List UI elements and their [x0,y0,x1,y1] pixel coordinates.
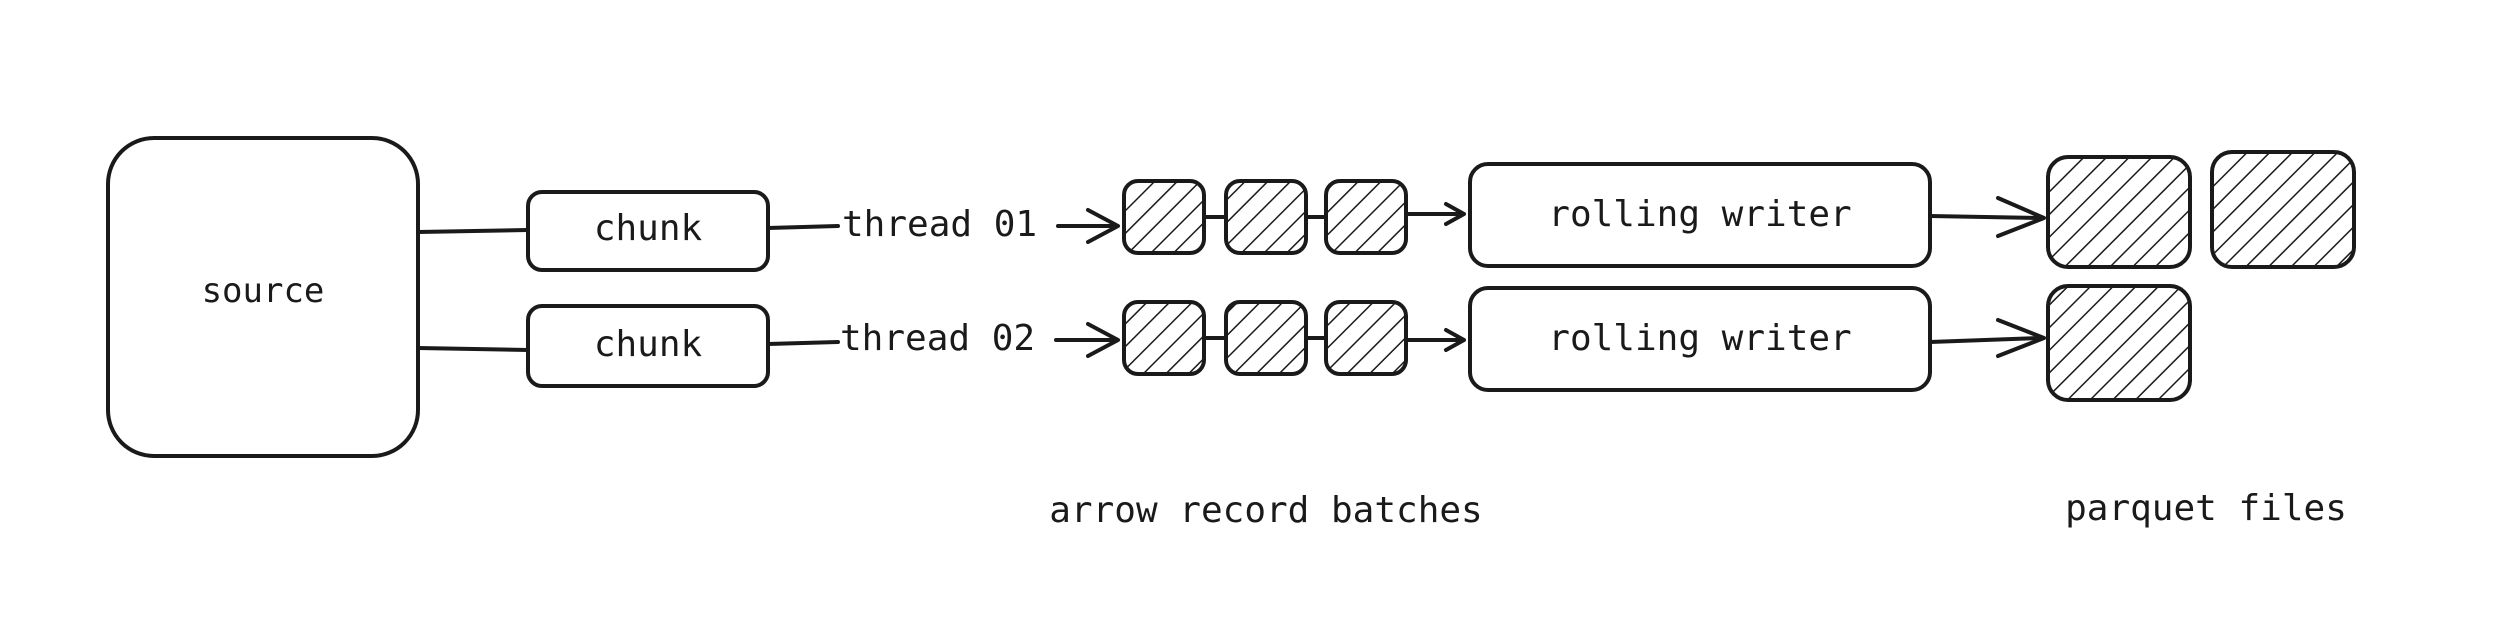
rolling-writer-node: rolling writer [1468,286,1932,392]
record-batch [1324,179,1408,255]
rolling-writer-node: rolling writer [1468,162,1932,268]
source-node: source [106,136,420,458]
rolling-writer-label: rolling writer [1548,318,1851,359]
pipeline-row-1: chunk thread 01 rolling writer [416,150,2356,272]
source-to-chunk-connector [416,346,530,352]
record-batch [1324,300,1408,376]
files-caption: parquet files [2065,488,2347,529]
chunk-node: chunk [526,304,770,388]
record-batch [1224,179,1308,255]
record-batch [1122,179,1206,255]
chunk-to-thread-connector [766,224,840,230]
rolling-writer-label: rolling writer [1548,194,1851,235]
chunk-node: chunk [526,190,770,272]
parquet-file [2046,155,2192,269]
record-batch [1122,300,1206,376]
parquet-file [2210,150,2356,269]
source-label: source [202,271,325,311]
chunk-to-thread-connector [766,340,840,346]
thread-label: thread 02 [840,318,1035,359]
batches-to-writer-arrow [1404,328,1466,352]
parquet-file [2046,284,2192,402]
source-to-chunk-connector [416,228,530,234]
parquet-file-group [2046,284,2192,402]
thread-arrow [1054,322,1120,358]
record-batch [1224,300,1308,376]
writer-to-files-arrow [1928,318,2046,358]
chunk-label: chunk [594,324,703,365]
parquet-file-group [2046,150,2356,269]
record-batch-group [1122,300,1408,376]
batches-to-writer-arrow [1404,202,1466,226]
writer-to-files-arrow [1928,196,2046,238]
record-batch-group [1122,179,1408,255]
batches-caption: arrow record batches [1049,490,1482,531]
thread-arrow [1056,208,1120,244]
chunk-label: chunk [594,208,703,249]
pipeline-row-2: chunk thread 02 rolling writer [416,284,2192,402]
thread-label: thread 01 [842,204,1037,245]
